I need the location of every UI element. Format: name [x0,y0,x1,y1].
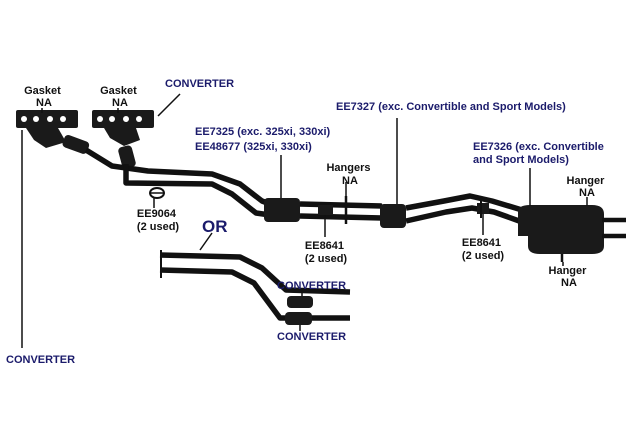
ee8641-left-label: EE8641 (2 used) [305,240,348,265]
clamp-ee8641-right [477,203,489,214]
clamp-ee9064 [149,187,165,199]
manifold-left [16,110,78,148]
ee7326-label: EE7326 (exc. Convertible and Sport Model… [473,141,607,166]
converter-bottom-left-label: CONVERTER [6,354,75,366]
clamp-ee8641-left [318,205,333,215]
rear-pipe-lower [405,205,523,225]
resonator-ee7327 [380,204,406,228]
front-pipe-lower [123,164,271,218]
mid-pipe-lower [299,213,383,221]
gasket-left-label: Gasket NA [24,85,64,109]
hanger-bottom-right-label: Hanger NA [549,265,590,289]
resonator-ee7325 [264,198,300,222]
hangers-mid-label: Hangers NA [326,162,373,187]
mid-pipe-upper [299,201,383,209]
leader-converter-top [157,93,181,117]
alt-converter-lower-label: CONVERTER [277,331,346,343]
alt-converter-lower [285,312,312,325]
ee8641-right-label: EE8641 (2 used) [462,237,505,262]
manifold-converter-left [62,135,90,154]
ee7325-label: EE7325 (exc. 325xi, 330xi) EE48677 (325x… [195,126,333,153]
rear-pipe-upper [405,193,523,213]
ee7327-label: EE7327 (exc. Convertible and Sport Model… [336,101,566,113]
alt-converter-upper [287,296,313,308]
alt-pipe-lower [159,267,350,321]
manifold-right [92,110,154,146]
or-label: OR [202,217,228,236]
muffler-ee7326 [518,205,604,254]
ee9064-label: EE9064 (2 used) [137,208,180,233]
front-pipe-upper [84,147,271,207]
gasket-right-label: Gasket NA [100,85,140,109]
alt-pipe-upper [159,252,351,295]
leader-or [199,232,213,251]
alt-converter-upper-label: CONVERTER [277,280,346,292]
converter-top-label: CONVERTER [165,78,234,90]
manifold-converter-right [118,145,136,169]
hanger-top-right-label: Hanger NA [567,175,608,199]
